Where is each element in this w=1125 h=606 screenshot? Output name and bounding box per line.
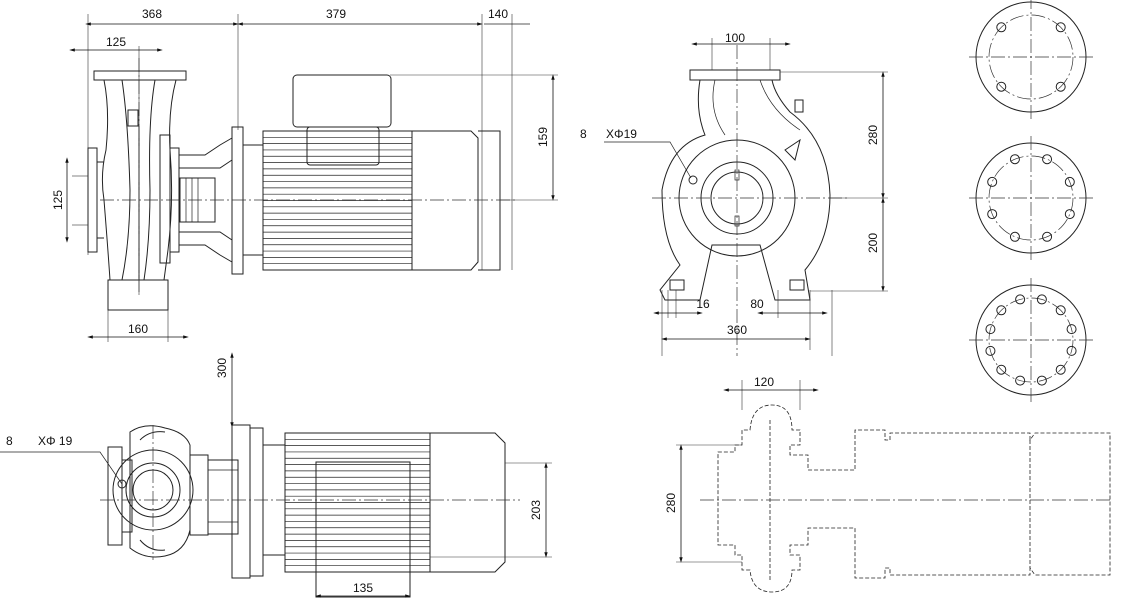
bolt-hole: [1015, 375, 1026, 386]
bolt-hole: [1055, 364, 1066, 375]
side-view: 368 379 140 125 125: [51, 7, 558, 342]
top-view: 300 8 XΦ 19 203 135: [0, 352, 552, 598]
dim-125-top: 125: [106, 35, 126, 49]
dim-140: 140: [488, 7, 508, 21]
dim-160: 160: [128, 322, 148, 336]
bolt-hole: [1042, 154, 1053, 165]
bolt-hole: [1066, 345, 1077, 356]
dim-159: 159: [536, 127, 550, 147]
bolt-hole: [985, 345, 996, 356]
dim-379: 379: [326, 7, 346, 21]
dim-80: 80: [750, 297, 764, 311]
motor-cooling-fins-top: [285, 438, 430, 567]
dim-280-b: 280: [664, 493, 678, 513]
bolt-hole: [1042, 231, 1053, 242]
bolt-circle: [988, 297, 1074, 383]
dim-368: 368: [142, 7, 162, 21]
dim-360: 360: [727, 323, 747, 337]
bolt-hole: [985, 324, 996, 335]
dim-200: 200: [866, 233, 880, 253]
bolt-hole: [996, 81, 1007, 92]
bolt-hole: [1036, 375, 1047, 386]
dim-135: 135: [353, 581, 373, 595]
flange-patterns: [969, 0, 1093, 402]
hole-spec-label-2: XΦ 19: [38, 434, 73, 448]
bolt-hole: [1036, 294, 1047, 305]
bolt-hole: [987, 209, 998, 220]
front-view: 100 8 XΦ19 280 200 16 80 360: [580, 31, 888, 356]
dim-100: 100: [725, 31, 745, 45]
bolt-hole: [996, 364, 1007, 375]
hole-count-label-2: 8: [6, 434, 13, 448]
bolt-hole: [996, 22, 1007, 33]
bolt-hole: [1015, 294, 1026, 305]
bolt-circle: [988, 155, 1074, 241]
dim-300: 300: [215, 358, 229, 378]
hole-count-label: 8: [580, 127, 587, 141]
bolt-hole: [1064, 176, 1075, 187]
bolt-hole: [1009, 231, 1020, 242]
motor-cooling-fins: [263, 136, 412, 265]
outline-view: 120 280: [664, 375, 1112, 593]
bolt-hole: [1055, 22, 1066, 33]
bolt-hole: [996, 305, 1007, 316]
bolt-hole: [987, 176, 998, 187]
hole-spec-label: XΦ19: [606, 127, 637, 141]
dim-120: 120: [754, 375, 774, 389]
bolt-hole: [1055, 305, 1066, 316]
bolt-hole: [1064, 209, 1075, 220]
dim-125-side: 125: [51, 190, 65, 210]
bolt-hole: [1055, 81, 1066, 92]
dim-16: 16: [696, 297, 710, 311]
bolt-hole: [1066, 324, 1077, 335]
dim-203: 203: [529, 500, 543, 520]
bolt-hole: [1009, 154, 1020, 165]
bolt-circle: [988, 14, 1074, 100]
dim-280: 280: [866, 125, 880, 145]
